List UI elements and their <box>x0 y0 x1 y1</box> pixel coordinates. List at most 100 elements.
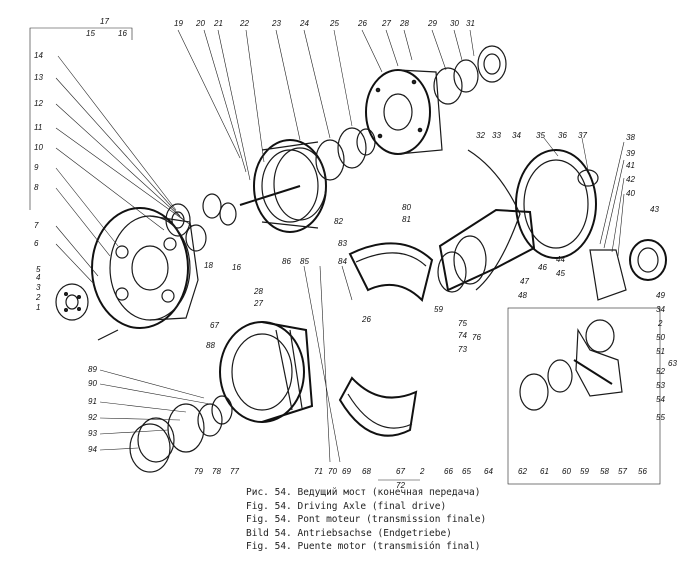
label-28: 28 <box>399 19 409 28</box>
label-7: 7 <box>34 221 39 230</box>
wheel-hub-26 <box>365 69 443 155</box>
label-2: 2 <box>35 293 41 302</box>
label-34b: 34 <box>656 305 665 314</box>
label-81: 81 <box>402 215 411 224</box>
label-67: 67 <box>210 321 219 330</box>
label-92: 92 <box>88 413 97 422</box>
label-9: 9 <box>34 163 39 172</box>
label-33: 33 <box>492 131 501 140</box>
label-23: 23 <box>271 19 281 28</box>
label-67b: 67 <box>396 467 405 476</box>
label-59: 59 <box>434 305 443 314</box>
label-82: 82 <box>334 217 343 226</box>
label-2b: 2 <box>419 467 425 476</box>
label-50: 50 <box>656 333 665 342</box>
label-90: 90 <box>88 379 97 388</box>
label-30: 30 <box>450 19 459 28</box>
label-43: 43 <box>650 205 659 214</box>
label-39: 39 <box>626 149 635 158</box>
inset-box-63 <box>507 307 661 485</box>
label-86: 86 <box>282 257 291 266</box>
label-69: 69 <box>342 467 351 476</box>
label-88: 88 <box>206 341 215 350</box>
brake-chamber-43 <box>589 239 667 301</box>
label-18: 18 <box>204 261 213 270</box>
label-6: 6 <box>34 239 39 248</box>
label-31: 31 <box>466 19 475 28</box>
label-25: 25 <box>329 19 339 28</box>
seal-assembly-90-94 <box>129 395 233 473</box>
planetary-gears <box>165 185 301 252</box>
brake-shoe-68 <box>338 376 418 437</box>
label-44: 44 <box>556 255 565 264</box>
brake-backing-plate <box>467 149 599 291</box>
label-17: 17 <box>100 17 109 26</box>
label-89: 89 <box>88 365 97 374</box>
label-26: 26 <box>357 19 367 28</box>
label-24: 24 <box>299 19 309 28</box>
label-29: 29 <box>427 19 437 28</box>
label-91: 91 <box>88 397 97 406</box>
label-41: 41 <box>626 161 635 170</box>
label-56: 56 <box>638 467 647 476</box>
label-19: 19 <box>174 19 183 28</box>
label-76: 76 <box>472 333 481 342</box>
label-54: 54 <box>656 395 665 404</box>
label-94: 94 <box>88 445 97 454</box>
label-83: 83 <box>338 239 347 248</box>
label-15: 15 <box>86 29 95 38</box>
label-84: 84 <box>338 257 347 266</box>
label-80: 80 <box>402 203 411 212</box>
label-26b: 26 <box>361 315 371 324</box>
label-70: 70 <box>328 467 337 476</box>
label-73: 73 <box>458 345 467 354</box>
label-60: 60 <box>562 467 571 476</box>
label-62: 62 <box>518 467 527 476</box>
label-37: 37 <box>578 131 587 140</box>
label-57: 57 <box>618 467 627 476</box>
label-32: 32 <box>476 131 485 140</box>
label-74: 74 <box>458 331 467 340</box>
label-46: 46 <box>538 263 547 272</box>
label-72: 72 <box>396 481 405 490</box>
leader-lines <box>55 29 625 481</box>
label-11: 11 <box>34 123 42 132</box>
caption-english: Fig. 54. Driving Axle (final drive) <box>246 500 447 512</box>
figure-caption: Рис. 54. Ведущий мост (конечная передача… <box>246 486 686 554</box>
label-79: 79 <box>194 467 203 476</box>
end-flange <box>55 283 89 321</box>
label-45: 45 <box>556 269 565 278</box>
planetary-carrier-67 <box>91 207 199 341</box>
brake-shoe-83 <box>348 242 434 302</box>
label-21: 21 <box>213 19 223 28</box>
label-27b: 27 <box>253 299 263 308</box>
label-40: 40 <box>626 189 635 198</box>
label-61: 61 <box>540 467 549 476</box>
label-51: 51 <box>656 347 665 356</box>
label-16: 16 <box>118 29 127 38</box>
caption-german: Bild 54. Antriebsachse (Endgetriebe) <box>246 527 452 539</box>
label-3: 3 <box>36 283 41 292</box>
label-22: 22 <box>239 19 249 28</box>
label-4: 4 <box>36 273 41 282</box>
label-52: 52 <box>656 367 665 376</box>
label-64: 64 <box>484 467 493 476</box>
label-8: 8 <box>34 183 39 192</box>
label-75: 75 <box>458 319 467 328</box>
label-65: 65 <box>462 467 471 476</box>
label-48: 48 <box>518 291 527 300</box>
label-53: 53 <box>656 381 665 390</box>
brake-drum-88 <box>219 321 314 423</box>
label-35: 35 <box>536 131 545 140</box>
label-78: 78 <box>212 467 221 476</box>
label-68: 68 <box>362 467 371 476</box>
label-10: 10 <box>34 143 43 152</box>
caption-spanish: Fig. 54. Puente motor (transmisión final… <box>246 541 481 552</box>
caption-russian: Рис. 54. Ведущий мост (конечная передача… <box>246 487 481 498</box>
label-42: 42 <box>626 175 635 184</box>
label-93: 93 <box>88 429 97 438</box>
label-2c: 2 <box>657 319 663 328</box>
label-1: 1 <box>36 303 40 312</box>
seals-29-31 <box>433 45 507 105</box>
